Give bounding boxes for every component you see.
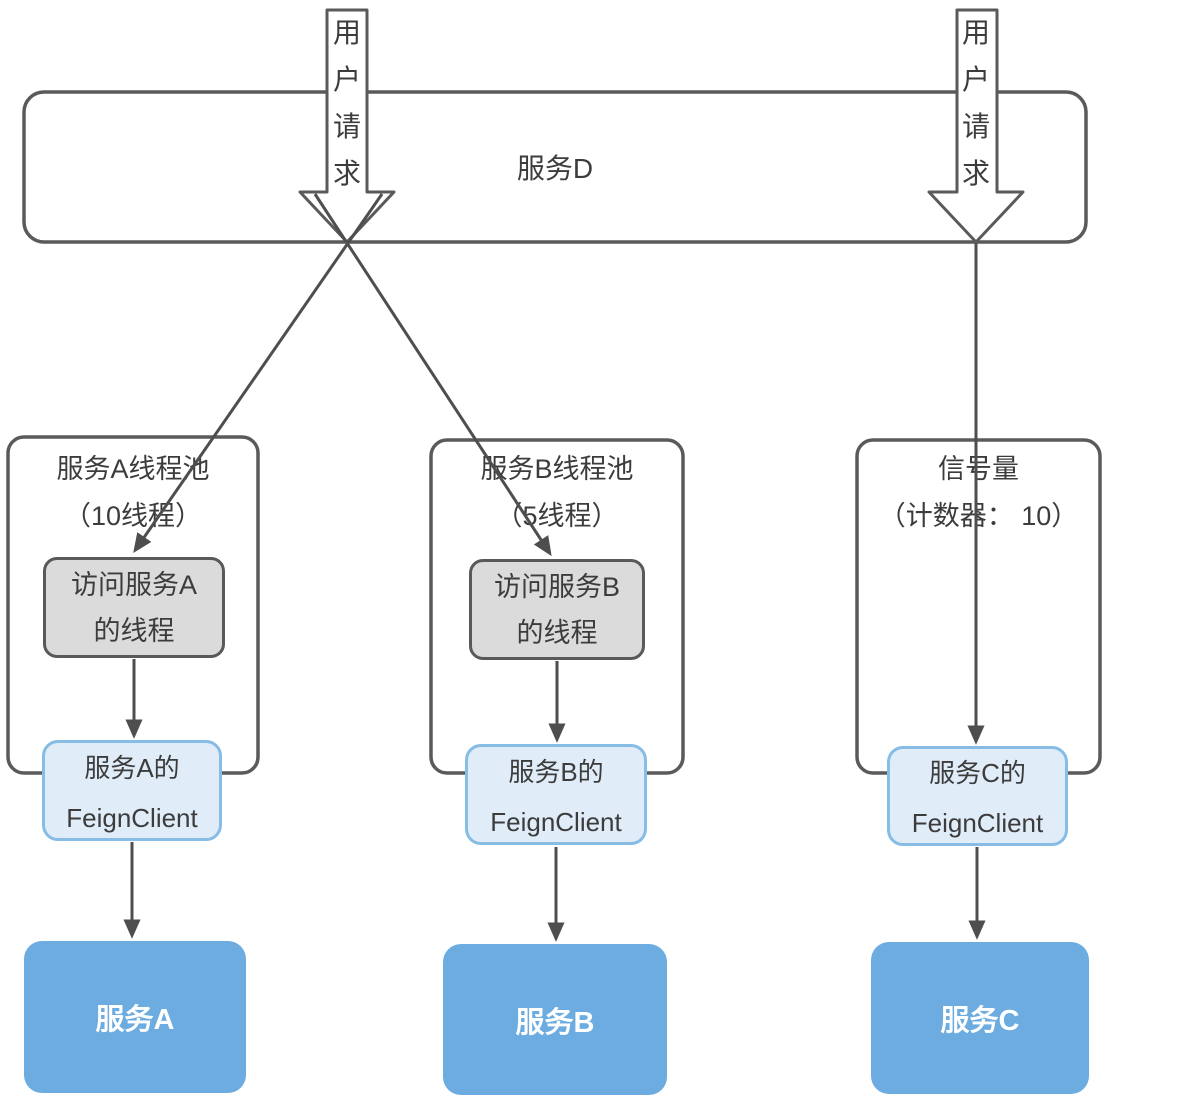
user-request-char: 求 (962, 158, 991, 189)
edge-serviced-to-threada (133, 193, 384, 554)
feign-client-c-line2: FeignClient (911, 808, 1044, 838)
feign-client-a: 服务A的 FeignClient (42, 740, 222, 841)
semaphore-title-line: 信号量 (938, 454, 1019, 484)
pool-b-title-line: 服务B线程池 (480, 454, 634, 484)
thread-box-a-line2: 的线程 (93, 615, 175, 646)
thread-box-a-line1: 访问服务A (70, 569, 197, 600)
user-request-arrow-left (298, 8, 396, 244)
thread-pool-a-title: 服务A线程池 （10线程） (8, 446, 258, 540)
user-request-char: 户 (333, 64, 362, 95)
feign-client-c: 服务C的 FeignClient (887, 746, 1068, 846)
user-request-char: 户 (962, 64, 991, 95)
feign-client-a-line1: 服务A的 (84, 752, 180, 783)
service-c-box: 服务C (871, 942, 1089, 1094)
feign-client-a-line2: FeignClient (66, 802, 198, 833)
user-request-char: 用 (333, 17, 362, 48)
pool-b-subtitle-line: （5线程） (495, 501, 619, 531)
thread-box-b-line2: 的线程 (516, 617, 598, 648)
feign-client-c-line1: 服务C的 (929, 758, 1026, 788)
user-request-char: 用 (962, 17, 991, 48)
user-request-label-left: 用 户 请 求 (333, 18, 361, 188)
service-a-label: 服务A (95, 1004, 175, 1036)
semaphore-title: 信号量 （计数器： 10） (857, 446, 1100, 540)
service-b-box: 服务B (443, 944, 667, 1095)
user-request-label-right: 用 户 请 求 (962, 18, 990, 188)
thread-pool-b-title: 服务B线程池 （5线程） (431, 446, 683, 540)
user-request-char: 请 (333, 111, 362, 142)
pool-a-subtitle-line: （10线程） (63, 501, 203, 531)
feign-client-b-line2: FeignClient (490, 806, 622, 837)
service-a-box: 服务A (24, 941, 246, 1093)
thread-box-b: 访问服务B 的线程 (469, 559, 645, 660)
service-b-label: 服务B (515, 1006, 595, 1039)
thread-box-b-line1: 访问服务B (493, 571, 620, 602)
service-d-label: 服务D (516, 153, 594, 184)
user-request-char: 请 (962, 111, 991, 142)
service-c-label: 服务C (940, 1005, 1020, 1037)
user-request-arrow-right (927, 8, 1025, 244)
service-d-box (22, 90, 1088, 244)
semaphore-subtitle-line: （计数器： 10） (878, 501, 1079, 531)
user-request-char: 求 (333, 158, 362, 189)
thread-box-a: 访问服务A 的线程 (43, 557, 225, 658)
feign-client-b: 服务B的 FeignClient (465, 744, 647, 845)
feign-client-b-line1: 服务B的 (508, 756, 604, 787)
edge-serviced-to-threadb (313, 193, 552, 557)
